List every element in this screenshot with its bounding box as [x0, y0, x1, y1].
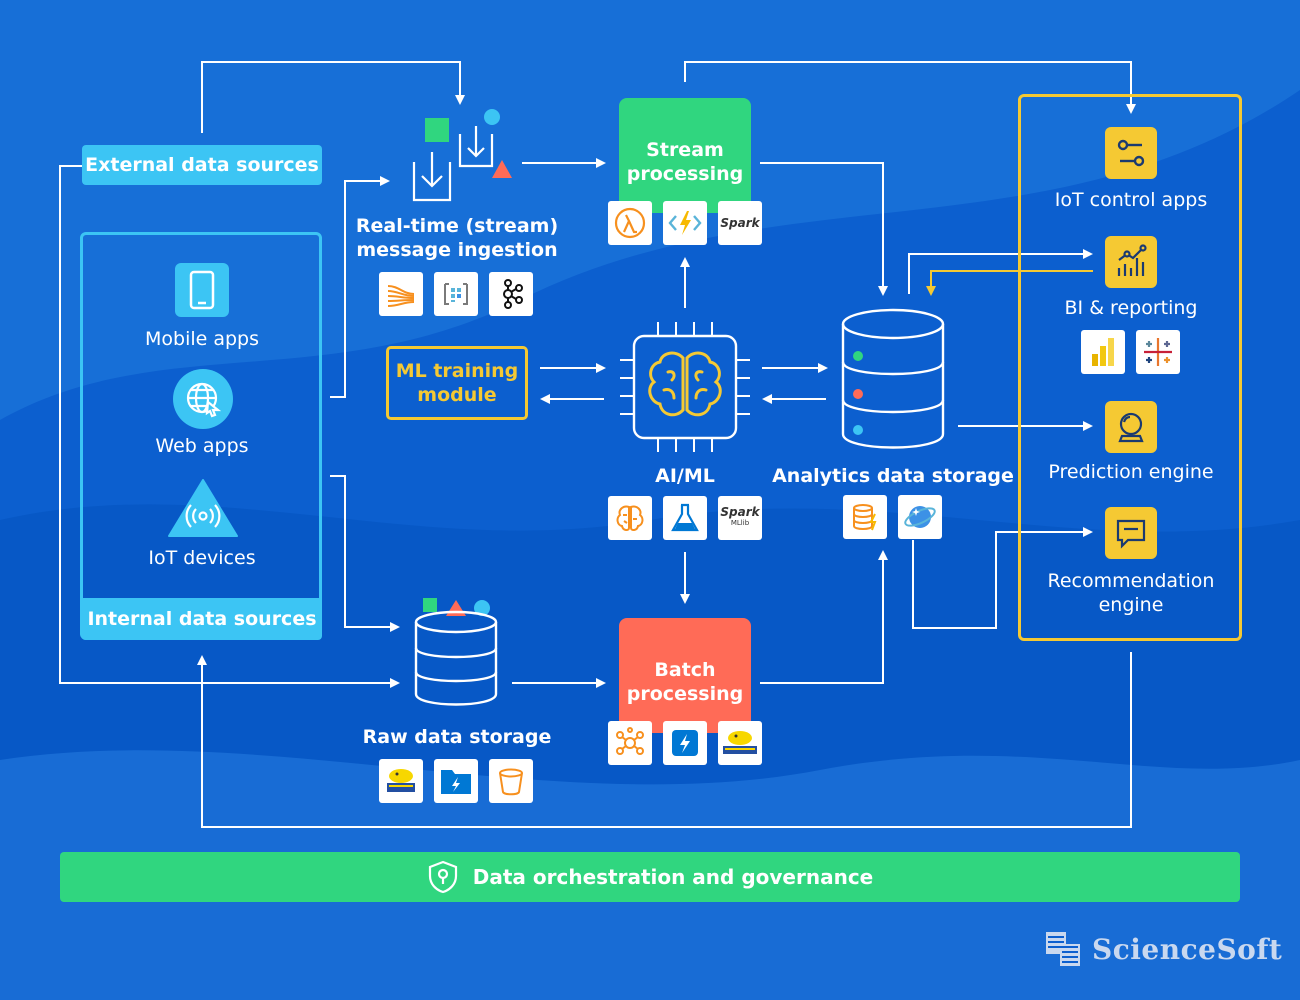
ml-training-module-box: ML training module	[386, 346, 528, 420]
apache-spark-icon: Spark	[718, 201, 762, 245]
message-ingestion-icon	[400, 104, 520, 204]
tableau-icon	[1136, 330, 1180, 374]
aws-lambda-icon	[608, 201, 652, 245]
aiml-label: AI/ML	[655, 465, 715, 487]
hadoop-hdfs-icon	[379, 759, 423, 803]
governance-label: Data orchestration and governance	[472, 865, 874, 889]
amazon-s3-bucket-icon	[489, 759, 533, 803]
hadoop-mapreduce-icon	[718, 721, 762, 765]
consumer-label-iot-control: IoT control apps	[1054, 189, 1208, 211]
analytics-database-icon	[838, 306, 948, 456]
batch-processing-box: Batch processing	[619, 618, 751, 733]
brand-name: ScienceSoft	[1092, 932, 1283, 966]
hadoop-hive-icon	[608, 721, 652, 765]
azure-event-hubs-icon	[434, 272, 478, 316]
governance-bar: Data orchestration and governance	[60, 852, 1240, 902]
wireless-signal-icon	[167, 478, 239, 538]
internal-data-sources-label: Internal data sources	[82, 598, 322, 640]
spark-mllib-icon: Spark MLlib	[718, 496, 762, 540]
data-consumers-panel	[1018, 94, 1242, 641]
azure-data-lake-icon	[434, 759, 478, 803]
azure-stream-analytics-icon	[663, 721, 707, 765]
analytics-storage-label: Analytics data storage	[772, 465, 1014, 487]
consumer-label-bi: BI & reporting	[1064, 297, 1198, 319]
ml-training-label: ML training module	[395, 360, 519, 406]
raw-database-icon	[412, 596, 512, 710]
stream-processing-box: Stream processing	[619, 98, 751, 213]
external-data-sources-label: External data sources	[82, 145, 322, 185]
smartphone-icon	[175, 263, 229, 317]
raw-storage-label: Raw data storage	[362, 726, 552, 748]
consumer-label-prediction: Prediction engine	[1048, 461, 1214, 483]
globe-cursor-icon	[173, 369, 233, 429]
sciencesoft-logo: ScienceSoft	[1042, 928, 1282, 970]
toggle-switches-icon	[1105, 127, 1157, 179]
aws-kinesis-icon	[379, 272, 423, 316]
mllib-logo-text: MLlib	[730, 519, 750, 527]
amazon-sagemaker-icon	[608, 496, 652, 540]
amazon-redshift-icon	[843, 495, 887, 539]
azure-functions-icon	[663, 201, 707, 245]
apache-kafka-icon	[489, 272, 533, 316]
ai-chip-brain-icon	[612, 314, 758, 460]
spark-mllib-logo-text: Spark	[720, 505, 760, 519]
spark-logo-text: Spark	[720, 216, 760, 230]
azure-cosmos-db-icon	[898, 495, 942, 539]
bar-chart-icon	[1105, 236, 1157, 288]
source-label-iot: IoT devices	[148, 547, 256, 569]
source-label-mobile: Mobile apps	[144, 328, 260, 350]
azure-ml-icon	[663, 496, 707, 540]
shield-location-icon	[427, 860, 459, 894]
sciencesoft-logo-mark	[1046, 932, 1080, 966]
source-label-web: Web apps	[155, 435, 249, 457]
ingestion-label: Real-time (stream) message ingestion	[355, 215, 559, 261]
chat-bubble-icon	[1105, 507, 1157, 559]
batch-processing-label: Batch processing	[626, 659, 744, 705]
stream-processing-label: Stream processing	[626, 139, 744, 185]
consumer-label-recommendation: Recommendation engine	[1047, 570, 1215, 616]
power-bi-icon	[1081, 330, 1125, 374]
crystal-ball-icon	[1105, 401, 1157, 453]
